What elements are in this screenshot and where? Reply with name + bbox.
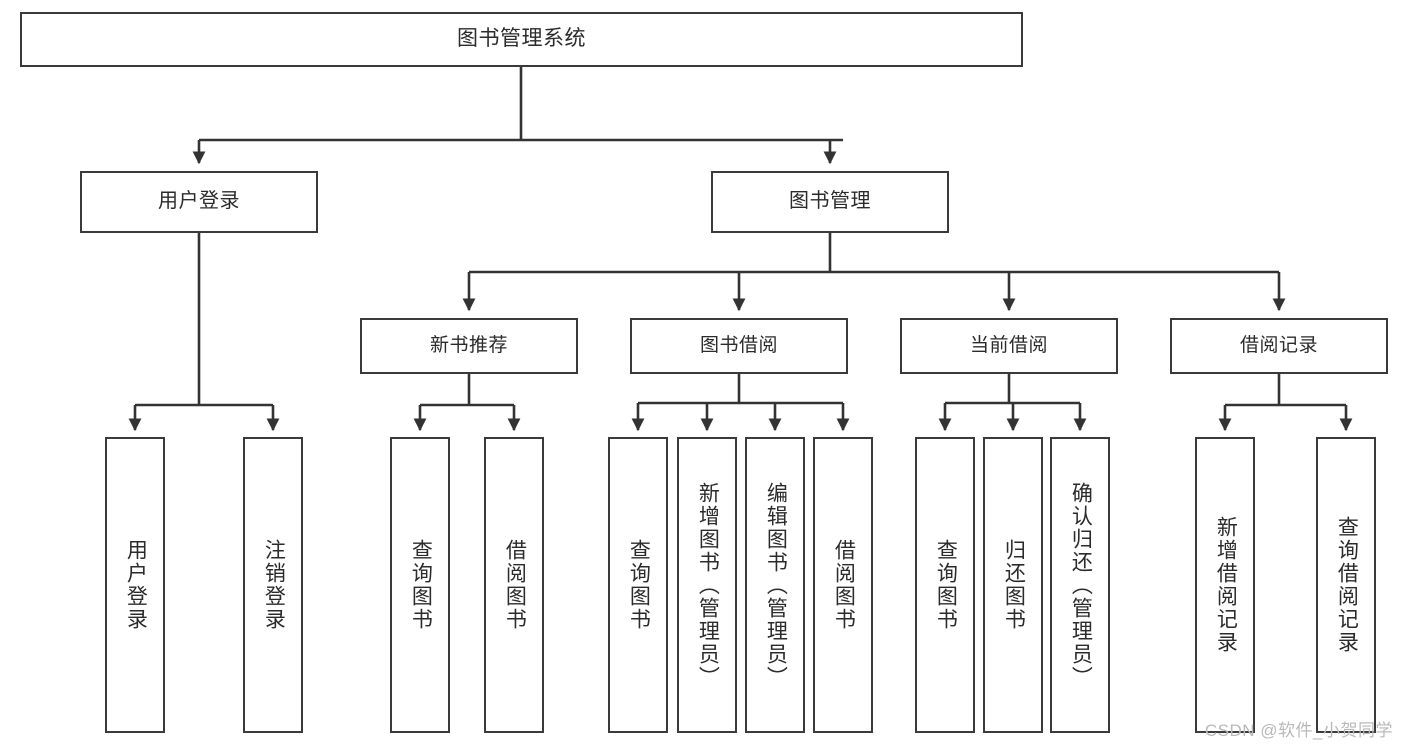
node-leaf-edit-book[interactable]: 编辑图书（管理员） — [745, 437, 805, 733]
node-leaf-query-book-1[interactable]: 查询图书 — [390, 437, 450, 733]
node-leaf-query-book-2-label: 查询图书 — [627, 539, 651, 631]
node-leaf-query-book-3-label: 查询图书 — [934, 539, 958, 631]
node-root-system[interactable]: 图书管理系统 — [20, 12, 1023, 67]
node-leaf-query-book-2[interactable]: 查询图书 — [608, 437, 668, 733]
node-leaf-user-login[interactable]: 用户登录 — [105, 437, 165, 733]
node-book-borrow[interactable]: 图书借阅 — [630, 318, 848, 374]
node-book-borrow-label: 图书借阅 — [699, 334, 778, 356]
node-leaf-borrow-book-2[interactable]: 借阅图书 — [813, 437, 873, 733]
node-borrow-record[interactable]: 借阅记录 — [1170, 318, 1388, 374]
node-book-manage[interactable]: 图书管理 — [711, 171, 949, 233]
node-leaf-edit-book-label: 编辑图书（管理员） — [764, 481, 788, 689]
node-current-borrow-label: 当前借阅 — [969, 334, 1048, 356]
node-leaf-user-login-label: 用户登录 — [124, 539, 148, 631]
node-book-manage-label: 图书管理 — [789, 190, 871, 213]
node-leaf-user-logout-label: 注销登录 — [262, 539, 286, 631]
node-borrow-record-label: 借阅记录 — [1239, 334, 1318, 356]
node-new-book-rec-label: 新书推荐 — [429, 334, 508, 356]
node-leaf-query-record-label: 查询借阅记录 — [1335, 516, 1359, 654]
node-leaf-user-logout[interactable]: 注销登录 — [243, 437, 303, 733]
node-root-system-label: 图书管理系统 — [457, 27, 586, 51]
node-leaf-return-book[interactable]: 归还图书 — [983, 437, 1043, 733]
node-user-login-label: 用户登录 — [158, 190, 240, 213]
csdn-watermark: CSDN @软件_小贺同学 — [1204, 721, 1393, 740]
node-leaf-confirm-return-label: 确认归还（管理员） — [1069, 481, 1093, 689]
node-leaf-borrow-book-1[interactable]: 借阅图书 — [484, 437, 544, 733]
node-leaf-confirm-return[interactable]: 确认归还（管理员） — [1050, 437, 1110, 733]
node-leaf-borrow-book-1-label: 借阅图书 — [503, 539, 527, 631]
node-leaf-query-book-1-label: 查询图书 — [409, 539, 433, 631]
node-leaf-query-book-3[interactable]: 查询图书 — [915, 437, 975, 733]
node-leaf-return-book-label: 归还图书 — [1002, 539, 1026, 631]
node-current-borrow[interactable]: 当前借阅 — [900, 318, 1118, 374]
node-leaf-borrow-book-2-label: 借阅图书 — [832, 539, 856, 631]
node-new-book-rec[interactable]: 新书推荐 — [360, 318, 578, 374]
node-leaf-add-book[interactable]: 新增图书（管理员） — [677, 437, 737, 733]
node-user-login[interactable]: 用户登录 — [80, 171, 318, 233]
node-leaf-add-record[interactable]: 新增借阅记录 — [1195, 437, 1255, 733]
node-leaf-add-book-label: 新增图书（管理员） — [696, 481, 720, 689]
node-leaf-add-record-label: 新增借阅记录 — [1214, 516, 1238, 654]
node-leaf-query-record[interactable]: 查询借阅记录 — [1316, 437, 1376, 733]
